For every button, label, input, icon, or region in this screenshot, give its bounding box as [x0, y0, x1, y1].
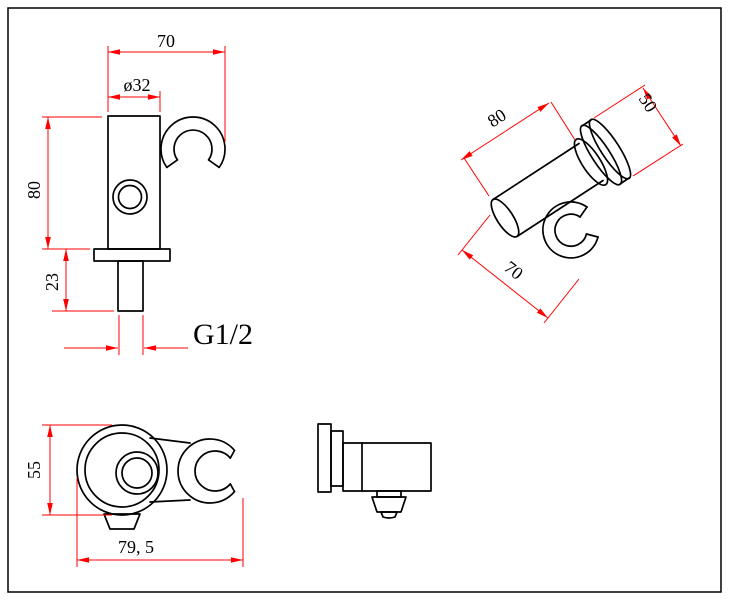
- cylinder-edge: [492, 142, 580, 201]
- outlet-nut: [103, 513, 141, 530]
- dim-front-diameter: ø32: [124, 75, 151, 95]
- dim-front-height: 80: [24, 181, 44, 199]
- flange-edge: [581, 119, 592, 127]
- flange-back-ellipse: [588, 118, 632, 180]
- front-view: 70 ø32 80 23 G1/2: [24, 31, 253, 355]
- cylinder-end-cap: [490, 198, 520, 238]
- base-flange: [93, 248, 171, 262]
- top-view: 55 79, 5: [24, 424, 244, 567]
- outlet-collar: [376, 490, 402, 498]
- clamp-outer: [542, 201, 599, 259]
- fork-prong-tip: [229, 483, 236, 493]
- pivot-inner-circle: [121, 457, 153, 489]
- thread-label: G1/2: [193, 318, 253, 351]
- dim-iso-flange: 50: [635, 90, 662, 116]
- cylinder-edge: [516, 179, 604, 238]
- extension-line: [593, 84, 646, 119]
- valve-outer-circle: [112, 179, 148, 215]
- washer-ellipse: [573, 137, 609, 187]
- extension-line: [550, 101, 576, 141]
- extension-line: [463, 157, 490, 197]
- dimension-line: [642, 87, 682, 147]
- dim-front-stem: 23: [42, 273, 62, 291]
- fork-neck-edge: [149, 437, 191, 444]
- dimension-line: [461, 249, 549, 319]
- side-view-part: [317, 423, 432, 519]
- dimension-line: [460, 102, 550, 161]
- pivot-outer-circle: [115, 451, 159, 495]
- valve-inner-circle: [117, 184, 143, 210]
- holder-cup-inner: [173, 129, 213, 161]
- extension-line: [632, 143, 684, 177]
- front-view-part: [93, 115, 226, 312]
- dim-iso-length: 80: [484, 105, 510, 132]
- flange-profile: [330, 430, 344, 487]
- fork-outer: [177, 438, 236, 504]
- dim-front-width: 70: [157, 31, 175, 51]
- fork-inner: [194, 450, 232, 492]
- outlet-tip: [380, 511, 398, 519]
- wall-plate: [317, 423, 332, 493]
- extension-line: [543, 278, 580, 324]
- body-profile: [342, 442, 432, 492]
- threaded-stem: [117, 260, 144, 312]
- extension-line: [457, 214, 491, 256]
- clamp-edge: [585, 233, 599, 238]
- fork-prong-tip: [229, 449, 236, 459]
- clamp-edge: [579, 206, 588, 218]
- dim-top-width: 79, 5: [118, 537, 154, 557]
- top-view-part: [76, 424, 236, 530]
- side-view: [317, 423, 432, 519]
- mount-inner-circle: [84, 432, 160, 508]
- mount-outer-circle: [76, 424, 168, 516]
- front-view-dimensions: 70 ø32 80 23 G1/2: [24, 31, 253, 355]
- iso-view-part: [490, 118, 632, 259]
- holder-cup-edge: [165, 159, 179, 169]
- holder-cup-edge: [207, 159, 221, 169]
- outlet-nut-profile: [371, 496, 407, 513]
- body-outline: [107, 115, 161, 250]
- dim-iso-holder: 70: [500, 257, 526, 284]
- drawing-border: [7, 7, 722, 593]
- flange-front-ellipse: [579, 124, 623, 186]
- flange-edge: [619, 177, 630, 185]
- dim-top-height: 55: [24, 461, 44, 479]
- fork-neck-edge: [149, 499, 191, 503]
- top-view-dimensions: 55 79, 5: [24, 424, 244, 567]
- iso-view: 80 50 70: [457, 84, 684, 324]
- holder-cup-outer: [160, 116, 226, 169]
- clamp-inner: [554, 213, 588, 247]
